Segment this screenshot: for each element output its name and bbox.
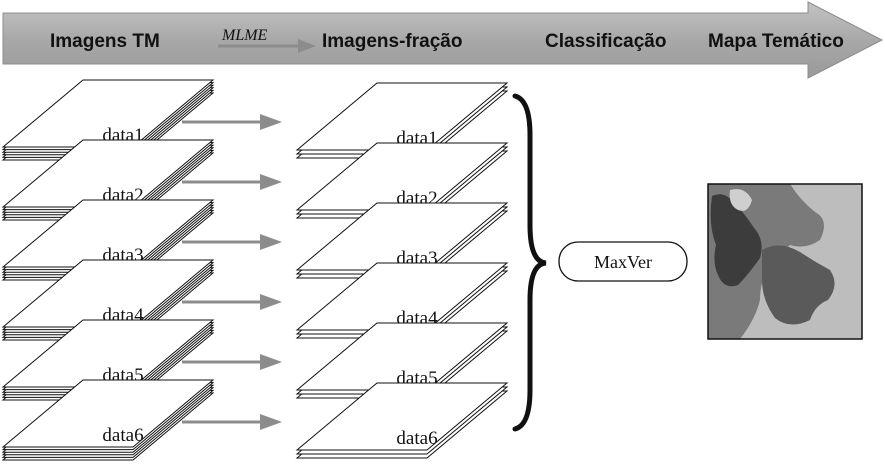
block-label: data6 [396, 428, 437, 449]
classifier-label: MaxVer [594, 252, 652, 272]
map-region-mid-gray [762, 245, 835, 325]
map-region-light [729, 189, 752, 211]
image-block-6: data6 [1, 379, 215, 461]
grouping-brace [512, 93, 547, 432]
image-block-3: data3 [1, 199, 215, 281]
image-block-2: data2 [1, 139, 215, 221]
connector-arrow-3 [182, 234, 282, 250]
header-transform-label: MLME [221, 27, 268, 44]
map-region-darkest [710, 194, 762, 287]
image-block-6: data6 [295, 382, 509, 459]
thematic-map [707, 183, 863, 340]
connector-arrow-4 [182, 294, 282, 310]
image-layer [295, 382, 509, 451]
image-block-1: data1 [1, 79, 215, 161]
header-stage-imagens-fracao: Imagens-fração [322, 31, 462, 52]
image-block-4: data4 [1, 259, 215, 341]
connector-arrow-5 [182, 354, 282, 370]
header-stage-mapa-tematico: Mapa Temático [708, 31, 844, 52]
classifier-box: MaxVer [558, 241, 688, 282]
header-stage-imagens-tm: Imagens TM [50, 31, 160, 52]
image-block-1: data1 [295, 82, 509, 159]
image-block-5: data5 [1, 319, 215, 401]
header-arrow [2, 1, 884, 79]
connector-arrow-6 [182, 414, 282, 430]
connector-arrows [182, 114, 282, 430]
mlme-arrow [218, 39, 316, 53]
header-stage-classificacao: Classificação [545, 31, 666, 52]
block-label: data6 [102, 425, 143, 446]
image-layer [1, 379, 215, 448]
connector-arrow-2 [182, 174, 282, 190]
connector-arrow-1 [182, 114, 282, 130]
